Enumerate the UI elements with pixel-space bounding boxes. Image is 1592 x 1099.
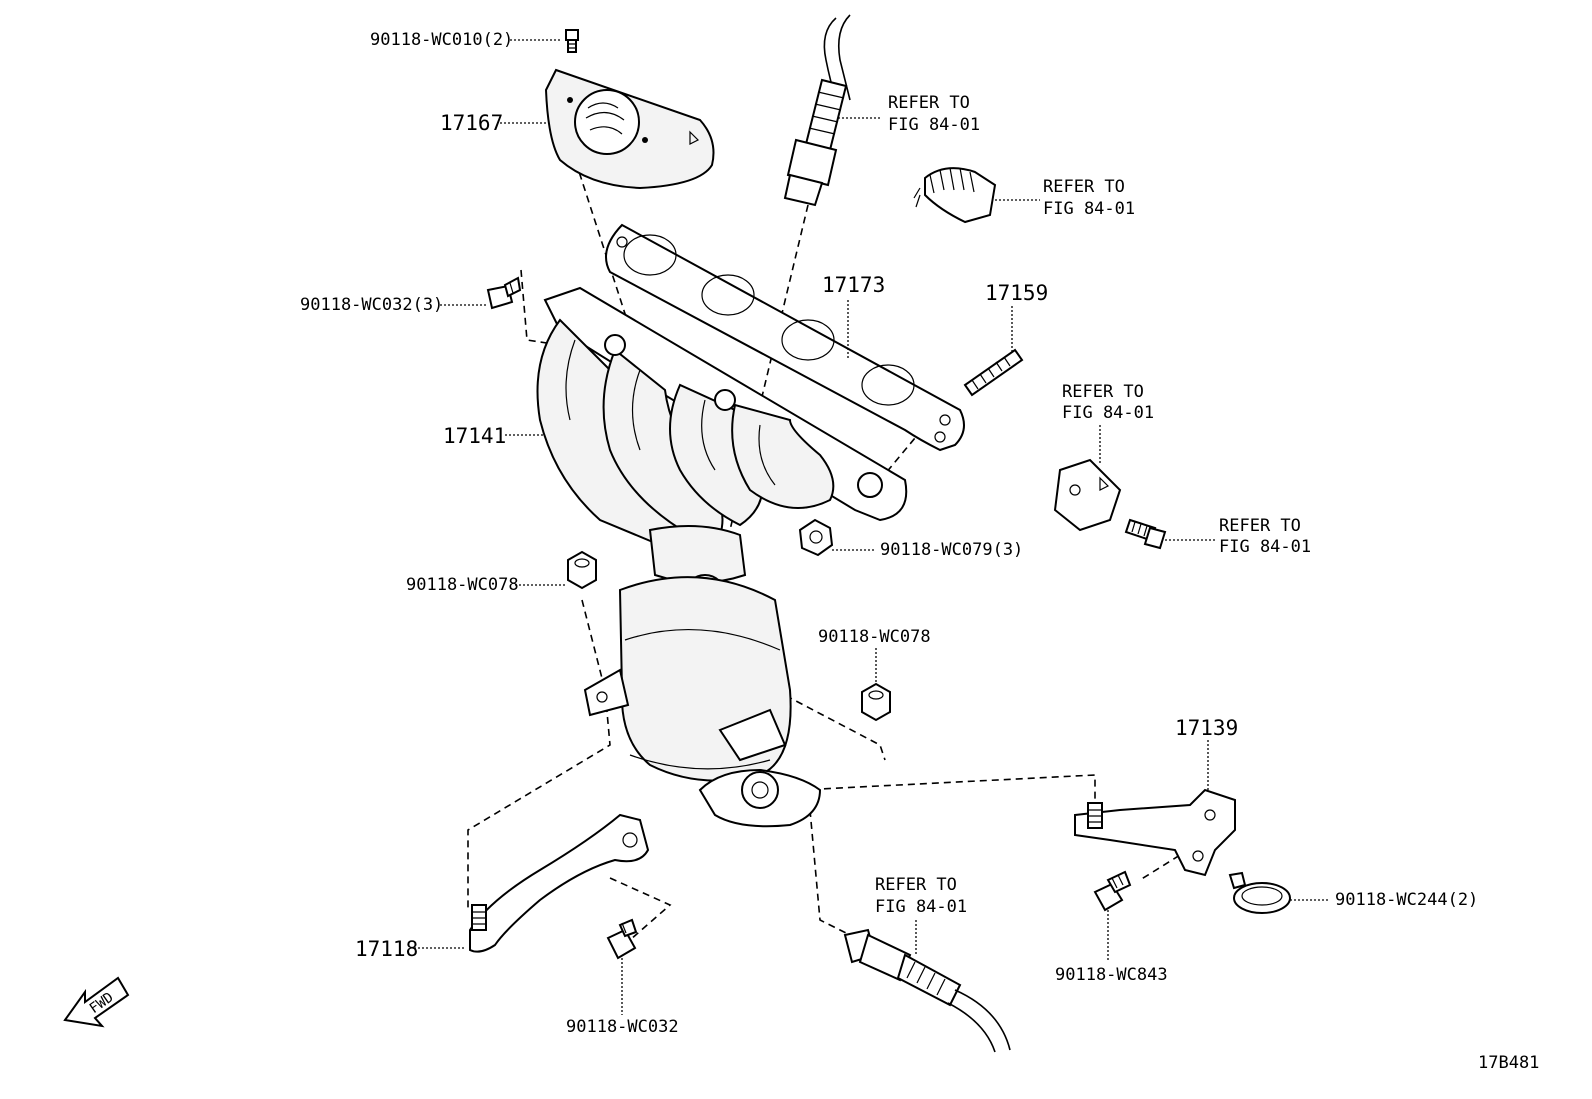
heat-insulator[interactable]: [544, 68, 715, 190]
label-clamp-ref-2: FIG 84-01: [1043, 199, 1135, 219]
figure-code: 17B481: [1478, 1053, 1539, 1073]
label-bracket-ref-1: REFER TO: [1062, 382, 1144, 402]
label-bolt-left: 90118-WC032(3): [300, 295, 443, 315]
label-nut-right: 90118-WC078: [818, 627, 931, 647]
label-manifold: 17141: [443, 424, 506, 448]
label-heat-insulator: 17167: [440, 111, 503, 135]
label-support-left: 17118: [355, 937, 418, 961]
wire-clamp[interactable]: [913, 167, 997, 224]
label-clamp-right: 90118-WC244(2): [1335, 890, 1478, 910]
nut-manifold[interactable]: [798, 518, 834, 557]
bolt-right-ref[interactable]: [1124, 518, 1167, 550]
label-bolt-top: 90118-WC010(2): [370, 30, 513, 50]
label-bracket-ref-2: FIG 84-01: [1062, 403, 1154, 423]
label-gasket: 17173: [822, 273, 885, 297]
clamp-right[interactable]: [1228, 871, 1291, 914]
stud-bolt[interactable]: [963, 348, 1024, 397]
support-right[interactable]: [1074, 788, 1236, 877]
label-nut-left: 90118-WC078: [406, 575, 519, 595]
nut-left[interactable]: [567, 550, 597, 590]
label-bolt-right-ref-2: FIG 84-01: [1219, 537, 1311, 557]
manifold-gasket[interactable]: [605, 223, 965, 452]
label-lower-sensor-ref-1: REFER TO: [875, 875, 957, 895]
bracket-right[interactable]: [1053, 458, 1122, 532]
label-upper-sensor-ref-2: FIG 84-01: [888, 115, 980, 135]
label-bolt-right-lower: 90118-WC843: [1055, 965, 1168, 985]
label-clamp-ref-1: REFER TO: [1043, 177, 1125, 197]
label-bolt-lower: 90118-WC032: [566, 1017, 679, 1037]
fwd-arrow-icon: FWD: [63, 976, 130, 1028]
bolt-right-lower[interactable]: [1093, 870, 1132, 912]
lower-oxygen-sensor[interactable]: [843, 928, 1011, 1053]
label-lower-sensor-ref-2: FIG 84-01: [875, 897, 967, 917]
bolt-lower[interactable]: [606, 918, 638, 960]
label-support-right: 17139: [1175, 716, 1238, 740]
nut-right[interactable]: [861, 682, 891, 722]
label-upper-sensor-ref-1: REFER TO: [888, 93, 970, 113]
support-left[interactable]: [469, 813, 650, 953]
label-bolt-right-ref-1: REFER TO: [1219, 516, 1301, 536]
label-nut-manifold: 90118-WC079(3): [880, 540, 1023, 560]
bolt-left[interactable]: [486, 276, 522, 310]
label-stud: 17159: [985, 281, 1048, 305]
bolt-top[interactable]: [565, 29, 579, 53]
upper-oxygen-sensor[interactable]: [783, 14, 851, 207]
exhaust-manifold[interactable]: [536, 286, 908, 828]
